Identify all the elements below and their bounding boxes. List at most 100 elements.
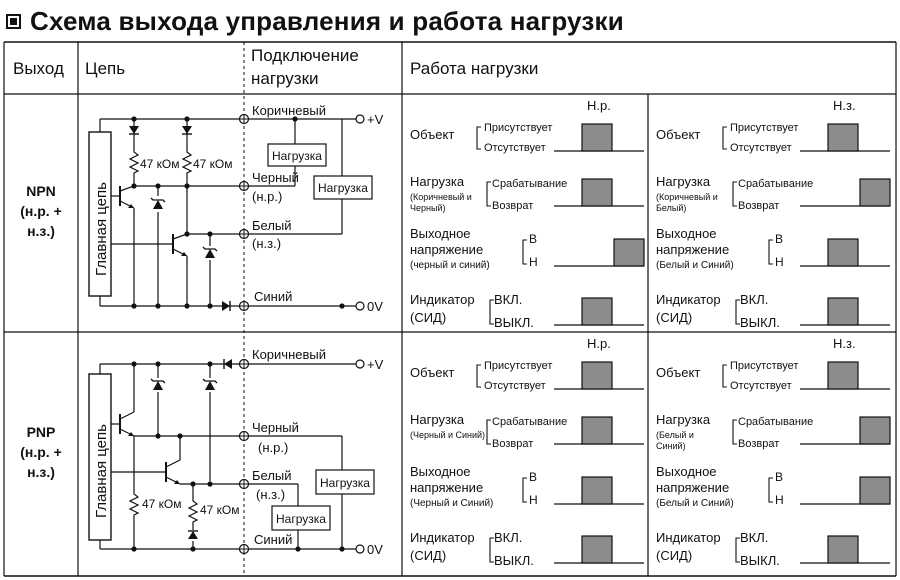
- npn-circuit-symbols: [128, 113, 365, 312]
- pnp-nc-ind-bracket: [735, 537, 740, 563]
- pnp-no-ind-bracket: [489, 537, 494, 563]
- pnp-nc-outv-pulse-b: [859, 476, 891, 505]
- npn-nc-load-label: Нагрузка: [656, 174, 711, 189]
- npn-load-2: [313, 175, 373, 200]
- npn-no-on-label: ВКЛ.: [494, 292, 522, 307]
- npn-nc-high-label: В: [775, 232, 783, 246]
- pnp-zero-v: 0V: [367, 542, 383, 557]
- npn-res2-label: 47 кОм: [193, 157, 233, 171]
- pnp-blue-label: Синий: [254, 532, 292, 547]
- npn-black-label: Черный: [252, 170, 299, 185]
- pnp-nc-object-pulse: [827, 361, 859, 390]
- npn-no-ind-pulse: [581, 297, 613, 326]
- pnp-no-present-label: Присутствует: [484, 360, 552, 372]
- npn-no-load-pulse: [581, 178, 613, 207]
- pnp-type-label-3: н.з.): [27, 464, 55, 480]
- npn-nc-load-sub2: Белый): [656, 203, 686, 213]
- pnp-no-outv-sub: (Черный и Синий): [410, 498, 493, 509]
- header-circuit: Цепь: [85, 59, 125, 78]
- pnp-terminal-blue: [238, 543, 250, 555]
- pnp-nc-load-sub1: (Белый и: [656, 430, 694, 440]
- pnp-nc-load-label: Нагрузка: [656, 412, 711, 427]
- npn-nc-outv-label-1: Выходное: [656, 226, 717, 241]
- square-bullet-icon: [6, 13, 21, 29]
- npn-no-object-pulse: [581, 123, 613, 152]
- pnp-nc-ind-label-2: (СИД): [656, 548, 692, 563]
- npn-terminal-white: [238, 228, 250, 240]
- npn-no-object-label: Объект: [410, 127, 454, 142]
- npn-nc-load-bracket: [732, 181, 737, 207]
- pnp-no-low-label: Н: [529, 493, 538, 507]
- pnp-no-ind-pulse: [581, 535, 613, 564]
- pnp-nc-absent-label: Отсутствует: [730, 380, 792, 392]
- npn-no-operate-label: Срабатывание: [492, 178, 567, 190]
- pnp-no-high-label: В: [529, 470, 537, 484]
- pnp-no-off-label: ВЫКЛ.: [494, 553, 534, 568]
- npn-no-outv-label-1: Выходное: [410, 226, 471, 241]
- pnp-nc-col-header: Н.з.: [833, 336, 856, 351]
- npn-blue-label: Синий: [254, 289, 292, 304]
- pnp-white-label: Белый: [252, 468, 292, 483]
- npn-load-1: [267, 143, 327, 167]
- npn-nc-ind-bracket: [735, 299, 740, 325]
- npn-nc-ind-label-1: Индикатор: [656, 292, 721, 307]
- npn-terminal-brown: [238, 113, 250, 125]
- npn-nc-load-pulse-b: [859, 178, 891, 207]
- page-title-text: Схема выхода управления и работа нагрузк…: [30, 5, 624, 36]
- pnp-no-release-label: Возврат: [492, 438, 533, 450]
- npn-nc-off-label: ВЫКЛ.: [740, 315, 780, 330]
- npn-no-load-sub1: (Коричневый и: [410, 192, 472, 202]
- npn-no-ind-bracket: [489, 299, 494, 325]
- pnp-type-label: PNP: [27, 424, 56, 440]
- npn-plus-v: +V: [367, 112, 384, 127]
- pnp-res2-label: 47 кОм: [200, 503, 240, 517]
- pnp-circuit-symbols: [128, 358, 365, 555]
- pnp-main-circuit-label: Главная цепь: [93, 424, 110, 518]
- pnp-nc-on-label: ВКЛ.: [740, 530, 768, 545]
- pnp-nc-low-label: Н: [775, 493, 784, 507]
- header-connection-1: Подключение: [251, 46, 359, 65]
- pnp-load-1: [315, 469, 375, 495]
- pnp-no-operate-label: Срабатывание: [492, 416, 567, 428]
- header-operation: Работа нагрузки: [410, 59, 538, 78]
- pnp-no-load-bracket: [486, 419, 491, 445]
- pnp-load-2-label: Нагрузка: [276, 512, 326, 526]
- npn-main-circuit-label: Главная цепь: [93, 182, 110, 276]
- npn-nc-outv-label-2: напряжение: [656, 242, 729, 257]
- pnp-nc-load-pulse-b: [859, 416, 891, 445]
- npn-nc-operate-label: Срабатывание: [738, 178, 813, 190]
- npn-no-col-header: Н.р.: [587, 98, 611, 113]
- pnp-res1-label: 47 кОм: [142, 497, 182, 511]
- pnp-no-object-pulse: [581, 361, 613, 390]
- npn-type-label: NPN: [26, 183, 56, 199]
- npn-nc-low-label: Н: [775, 255, 784, 269]
- pnp-nc-ind-label-1: Индикатор: [656, 530, 721, 545]
- pnp-black-label: Черный: [252, 420, 299, 435]
- npn-nc-col-header: Н.з.: [833, 98, 856, 113]
- pnp-nc-outv-label-1: Выходное: [656, 464, 717, 479]
- npn-no-off-label: ВЫКЛ.: [494, 315, 534, 330]
- pnp-nc-operate-label: Срабатывание: [738, 416, 813, 428]
- npn-no-load-bracket: [486, 181, 491, 207]
- npn-white-label: Белый: [252, 218, 292, 233]
- npn-no-label: (н.р.): [252, 189, 282, 204]
- npn-brown-label: Коричневый: [252, 103, 326, 118]
- npn-res1-label: 47 кОм: [140, 157, 180, 171]
- npn-no-ind-label-1: Индикатор: [410, 292, 475, 307]
- pnp-nc-object-label: Объект: [656, 365, 700, 380]
- npn-nc-outv-sub: (Белый и Синий): [656, 260, 734, 271]
- npn-nc-outv-pulse: [827, 238, 859, 267]
- pnp-no-label: (н.р.): [258, 440, 288, 455]
- pnp-nc-high-label: В: [775, 470, 783, 484]
- npn-zero-v: 0V: [367, 299, 383, 314]
- npn-nc-ind-pulse: [827, 297, 859, 326]
- npn-nc-load-sub1: (Коричневый и: [656, 192, 718, 202]
- pnp-plus-v: +V: [367, 357, 384, 372]
- npn-type-label-3: н.з.): [27, 223, 55, 239]
- pnp-terminal-black: [238, 430, 250, 442]
- pnp-no-outv-pulse: [581, 476, 613, 505]
- npn-no-load-label: Нагрузка: [410, 174, 465, 189]
- pnp-no-load-sub1: (Черный и Синий): [410, 430, 485, 440]
